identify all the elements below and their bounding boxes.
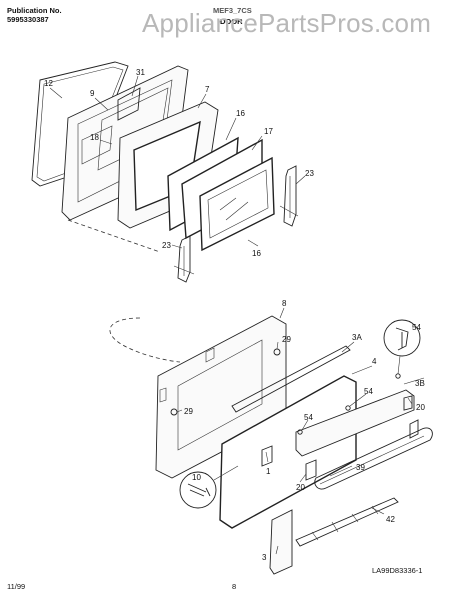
callout-23-right: 23 bbox=[305, 169, 314, 178]
door-hinge-right bbox=[283, 165, 297, 227]
footer-date: 11/99 bbox=[7, 582, 26, 591]
callout-20-right: 20 bbox=[416, 403, 425, 412]
publication-number: 5995330387 bbox=[7, 15, 49, 24]
bottom-trim-rail bbox=[269, 509, 293, 575]
callout-42: 42 bbox=[386, 515, 395, 524]
bottom-vent-strip bbox=[295, 497, 399, 547]
callout-54-middle: 54 bbox=[304, 413, 313, 422]
door-handle bbox=[314, 427, 433, 490]
callout-10: 10 bbox=[192, 473, 201, 482]
callout-20-lower: 20 bbox=[296, 483, 305, 492]
top-trim-rail bbox=[295, 389, 415, 457]
model-number: MEF3_7CS bbox=[213, 6, 252, 15]
callout-39: 39 bbox=[356, 463, 365, 472]
callout-29-lower: 29 bbox=[184, 407, 193, 416]
callout-54-bubble: 54 bbox=[412, 323, 421, 332]
publication-label: Publication No. bbox=[7, 6, 62, 15]
callout-3: 3 bbox=[262, 553, 267, 562]
screw-54-middle bbox=[297, 429, 303, 435]
detail-bubble-54 bbox=[383, 319, 421, 357]
callout-3b: 3B bbox=[415, 379, 425, 388]
callout-31: 31 bbox=[136, 68, 145, 77]
callout-4: 4 bbox=[372, 357, 377, 366]
callout-16-upper: 16 bbox=[236, 109, 245, 118]
detail-bubble-10 bbox=[179, 471, 217, 509]
trim-bracket bbox=[261, 445, 273, 467]
callout-12: 12 bbox=[44, 79, 53, 88]
callout-23-left: 23 bbox=[162, 241, 171, 250]
watermark: AppliancePartsPros.com bbox=[142, 8, 432, 38]
callout-8: 8 bbox=[282, 299, 287, 308]
callout-29-upper: 29 bbox=[282, 335, 291, 344]
callout-3a: 3A bbox=[352, 333, 362, 342]
footer-drawing-id: LA99D83336-1 bbox=[372, 566, 423, 575]
callout-1: 1 bbox=[266, 467, 271, 476]
callout-18: 18 bbox=[90, 133, 99, 142]
handle-trim-strip bbox=[231, 345, 351, 413]
outer-glass-pane bbox=[199, 156, 275, 252]
callout-7: 7 bbox=[205, 85, 210, 94]
screw-54-right bbox=[345, 405, 351, 411]
footer-page: 8 bbox=[232, 582, 237, 591]
callout-54-right: 54 bbox=[364, 387, 373, 396]
door-hinge-left bbox=[177, 235, 191, 283]
callout-9: 9 bbox=[90, 89, 95, 98]
callout-16-lower: 16 bbox=[252, 249, 261, 258]
callout-17: 17 bbox=[264, 127, 273, 136]
screw-3b bbox=[395, 373, 401, 379]
section-title: DOOR bbox=[220, 17, 243, 26]
